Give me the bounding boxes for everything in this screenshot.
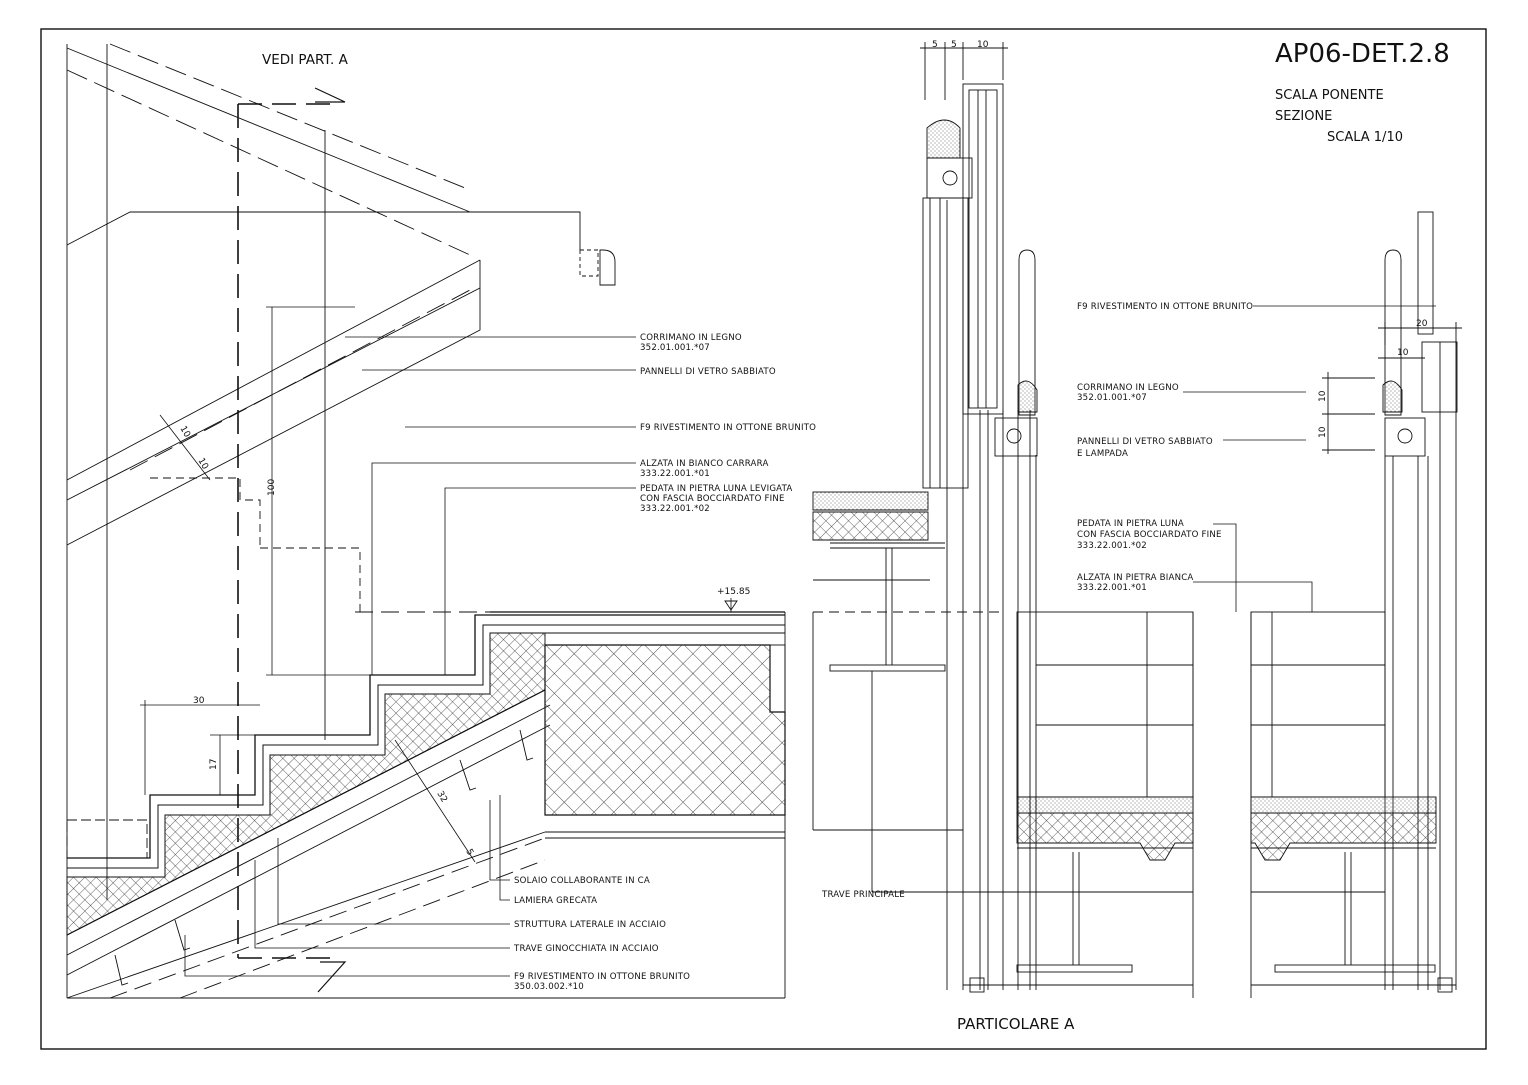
dim-w20: 20 <box>1416 319 1428 329</box>
stair-section-dimensions <box>140 306 476 863</box>
label-f9-bottom-code: 350.03.002.*10 <box>514 982 584 992</box>
level-mark-value: +15.85 <box>717 587 750 597</box>
dim-17: 17 <box>209 759 219 770</box>
detail-label-pedata-code: 333.22.001.*02 <box>1077 541 1147 551</box>
label-pannelli: PANNELLI DI VETRO SABBIATO <box>640 367 776 377</box>
detail-a-annotations: F9 RIVESTIMENTO IN OTTONE BRUNITO CORRIM… <box>821 302 1253 1033</box>
label-pedata-2: CON FASCIA BOCCIARDATO FINE <box>640 494 785 504</box>
detail-label-lampada: E LAMPADA <box>1077 449 1128 459</box>
label-f9-bottom: F9 RIVESTIMENTO IN OTTONE BRUNITO <box>514 972 690 982</box>
stair-section-annotations: CORRIMANO IN LEGNO 352.01.001.*07 PANNEL… <box>513 333 816 992</box>
sheet-scale: SCALA 1/10 <box>1327 130 1403 145</box>
label-struttura: STRUTTURA LATERALE IN ACCIAIO <box>514 920 666 930</box>
detail-label-corrimano: CORRIMANO IN LEGNO <box>1077 383 1179 393</box>
dim-v10b: 10 <box>1318 426 1328 438</box>
dim-top-10: 10 <box>977 40 989 50</box>
label-pedata: PEDATA IN PIETRA LUNA LEVIGATA <box>640 484 792 494</box>
dim-5: 5 <box>463 848 475 858</box>
detail-a-leaders <box>945 305 1436 893</box>
stair-section-leaders <box>184 336 636 977</box>
detail-title: PARTICOLARE A <box>957 1015 1075 1033</box>
label-pedata-code: 333.22.001.*02 <box>640 504 710 514</box>
dim-v10a: 10 <box>1318 390 1328 402</box>
label-corrimano-code: 352.01.001.*07 <box>640 343 710 353</box>
vedi-part-a-label: VEDI PART. A <box>262 52 349 68</box>
sheet-subtitle-1: SCALA PONENTE <box>1275 88 1384 103</box>
detail-label-corrimano-code: 352.01.001.*07 <box>1077 393 1147 403</box>
label-alzata-code: 333.22.001.*01 <box>640 469 710 479</box>
label-alzata: ALZATA IN BIANCO CARRARA <box>640 459 769 469</box>
dim-w10: 10 <box>1397 348 1409 358</box>
label-solaio: SOLAIO COLLABORANTE IN CA <box>514 876 650 886</box>
detail-label-pedata: PEDATA IN PIETRA LUNA <box>1077 519 1184 529</box>
dim-32: 32 <box>434 790 448 805</box>
detail-label-alzata: ALZATA IN PIETRA BIANCA <box>1077 573 1194 583</box>
dim-30: 30 <box>193 696 205 706</box>
detail-label-pannelli: PANNELLI DI VETRO SABBIATO <box>1077 437 1213 447</box>
stair-section-drawing <box>66 43 786 999</box>
label-corrimano: CORRIMANO IN LEGNO <box>640 333 742 343</box>
label-f9: F9 RIVESTIMENTO IN OTTONE BRUNITO <box>640 423 816 433</box>
detail-a-drawing <box>812 42 1462 998</box>
detail-label-alzata-code: 333.22.001.*01 <box>1077 583 1147 593</box>
detail-label-pedata-2: CON FASCIA BOCCIARDATO FINE <box>1077 530 1222 540</box>
sheet-border <box>40 28 1487 1050</box>
label-trave-ginocchiata: TRAVE GINOCCHIATA IN ACCIAIO <box>513 944 659 954</box>
dim-100: 100 <box>267 479 277 496</box>
detail-label-trave: TRAVE PRINCIPALE <box>821 890 905 900</box>
dim-top-5a: 5 <box>932 40 938 50</box>
sheet-subtitle-2: SEZIONE <box>1275 109 1332 124</box>
dim-top-5b: 5 <box>951 40 957 50</box>
label-lamiera: LAMIERA GRECATA <box>514 896 597 906</box>
title-block: AP06-DET.2.8 SCALA PONENTE SEZIONE SCALA… <box>1275 39 1450 145</box>
level-mark: +15.85 <box>717 587 750 612</box>
sheet-code: AP06-DET.2.8 <box>1275 39 1450 69</box>
dim-10b: 10 <box>195 457 210 472</box>
detail-label-f9: F9 RIVESTIMENTO IN OTTONE BRUNITO <box>1077 302 1253 312</box>
detail-a-dimensions: 5 5 10 20 10 10 10 <box>932 40 1428 438</box>
